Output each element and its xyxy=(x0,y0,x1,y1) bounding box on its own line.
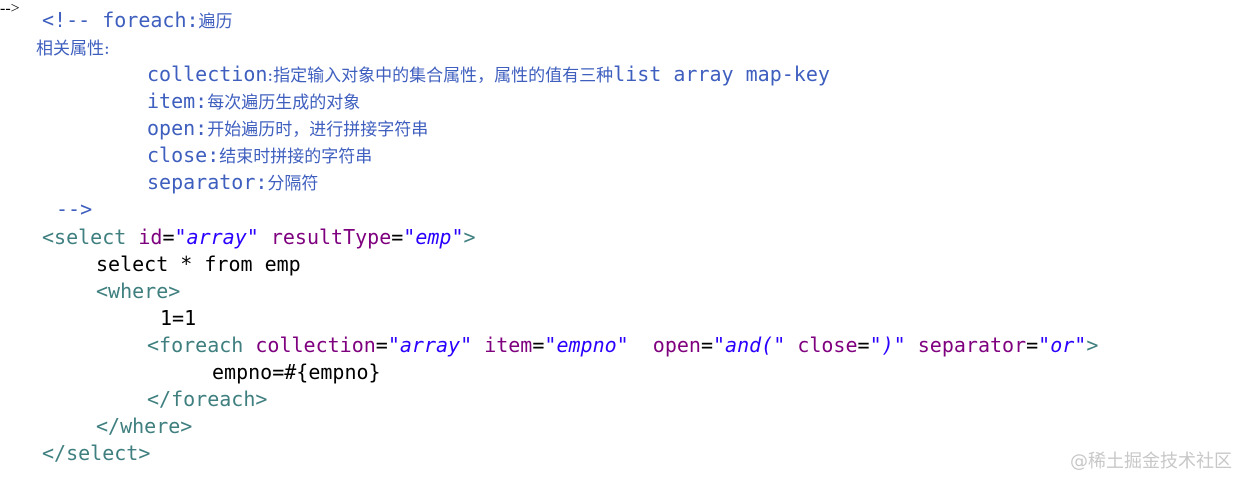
prop-sep: : xyxy=(267,66,274,86)
comment-item-collection: collection:指定输入对象中的集合属性，属性的值有三种list arra… xyxy=(147,61,830,88)
value-separator: "or" xyxy=(1038,333,1087,357)
attr-collection: collection xyxy=(255,333,376,357)
foreach-open-tag: <foreach collection="array" item="empno"… xyxy=(147,333,1099,357)
sql-condition: 1=1 xyxy=(160,306,197,330)
comment-open-cn: 遍历 xyxy=(198,12,233,32)
tag-end: > xyxy=(1086,333,1099,357)
comment-item-close: close:结束时拼接的字符串 xyxy=(147,142,372,169)
value-resulttype: "emp" xyxy=(403,225,464,249)
prop-sep: : xyxy=(195,89,208,113)
attr-open: open xyxy=(652,333,701,357)
prop-desc: 指定输入对象中的集合属性，属性的值有三种 xyxy=(273,66,614,86)
prop-sep: : xyxy=(195,116,208,140)
attr-separator: separator xyxy=(917,333,1027,357)
value-item: "empno" xyxy=(544,333,629,357)
value-close: ")" xyxy=(869,333,906,357)
comment-item-separator: separator:分隔符 xyxy=(147,169,318,196)
prop-key: open xyxy=(147,116,196,140)
value-collection: "array" xyxy=(387,333,473,357)
attr-id: id xyxy=(138,225,163,249)
comment-close: --> xyxy=(56,197,93,221)
where-close-tag: </where> xyxy=(96,414,193,438)
prop-desc: 结束时拼接的字符串 xyxy=(219,147,373,167)
tag-foreach-open: <foreach xyxy=(147,333,244,357)
prop-desc: 每次遍历生成的对象 xyxy=(207,93,361,113)
prop-key: close xyxy=(147,143,208,167)
prop-sep: : xyxy=(255,170,268,194)
prop-sep: : xyxy=(207,143,220,167)
watermark: @稀土掘金技术社区 xyxy=(1070,451,1232,472)
comment-item-open: open:开始遍历时，进行拼接字符串 xyxy=(147,115,428,142)
sql-statement: select * from emp xyxy=(96,252,301,276)
comment-props-title: 相关属性: xyxy=(36,39,110,59)
select-close-tag: </select> xyxy=(42,441,151,465)
value-id: "array" xyxy=(174,225,259,249)
foreach-close-tag: </foreach> xyxy=(147,387,268,411)
prop-key: separator xyxy=(147,170,256,194)
prop-desc: 分隔符 xyxy=(267,174,319,194)
attr-close: close xyxy=(797,333,858,357)
where-open-tag: <where> xyxy=(96,279,181,303)
select-open-tag: <select id="array" resultType="emp"> xyxy=(42,225,476,249)
tag-select-open: <select xyxy=(42,225,127,249)
tag-end: > xyxy=(463,225,476,249)
comment-line-foreach: <!-- foreach:遍历 xyxy=(42,7,233,34)
prop-desc: 开始遍历时，进行拼接字符串 xyxy=(207,120,429,140)
comment-item-item: item:每次遍历生成的对象 xyxy=(147,88,360,115)
attr-resulttype: resultType xyxy=(270,225,392,249)
value-open: "and(" xyxy=(713,333,786,357)
comment-open: <!-- foreach: xyxy=(42,8,199,32)
foreach-body: empno=#{empno} xyxy=(212,360,381,384)
prop-key: collection xyxy=(147,62,268,86)
prop-key: item xyxy=(147,89,196,113)
attr-item: item xyxy=(484,333,533,357)
prop-extra: list array map-key xyxy=(613,62,830,86)
